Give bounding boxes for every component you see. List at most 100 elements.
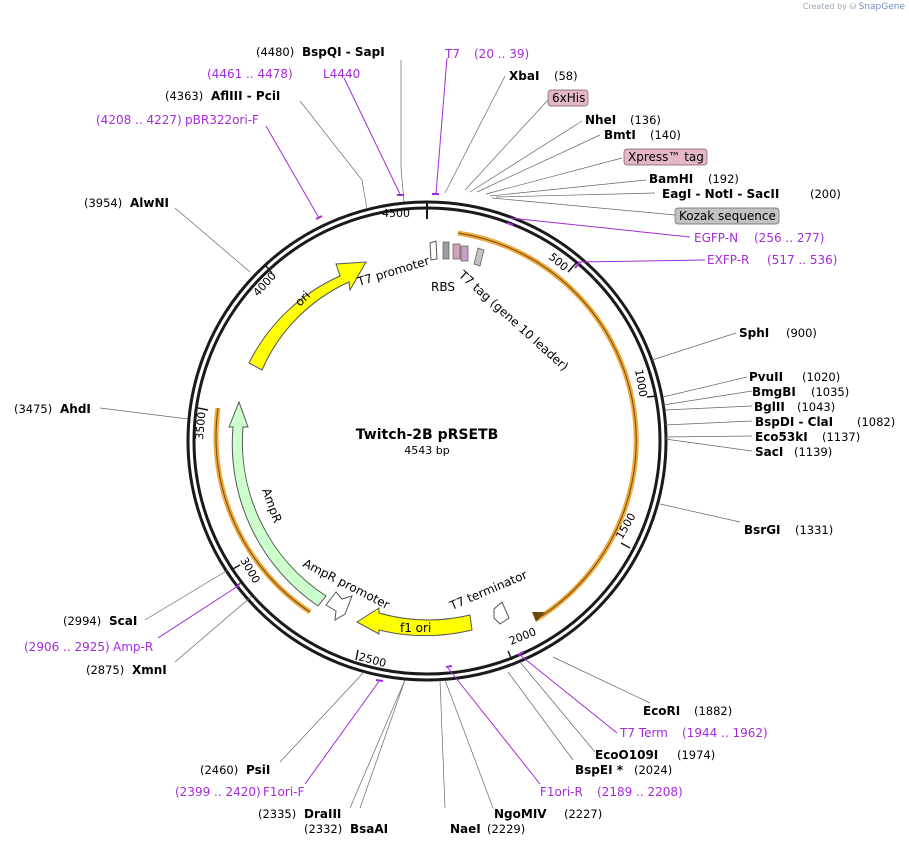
enzyme-bglii[interactable]: BglII bbox=[754, 400, 785, 414]
primer-exfp-r[interactable]: EXFP-R bbox=[707, 253, 749, 267]
primer-egfp-n[interactable]: EGFP-N bbox=[694, 231, 738, 245]
enzyme-pos-bspqi: (4480) bbox=[256, 45, 294, 59]
6xhis-feature[interactable] bbox=[452, 243, 461, 260]
enzyme-eagi-noti-sacii[interactable]: EagI - NotI - SacII bbox=[662, 187, 779, 201]
t7-promoter-label: T7 promoter bbox=[355, 254, 431, 289]
primer-l4440[interactable]: L4440 bbox=[323, 67, 360, 81]
enzyme-pos-pvuii: (1020) bbox=[802, 370, 840, 384]
box-6xhis-label: 6xHis bbox=[552, 91, 585, 105]
enzyme-xbai[interactable]: XbaI bbox=[509, 69, 539, 83]
enzyme-ngomiv[interactable]: NgoMIV bbox=[494, 807, 547, 821]
enzyme-ecori[interactable]: EcoRI bbox=[643, 704, 680, 718]
enzyme-draiii[interactable]: DraIII bbox=[304, 807, 341, 821]
primer-t7-term[interactable]: T7 Term bbox=[619, 726, 668, 740]
enzyme-bspqi-sapi[interactable]: BspQI - SapI bbox=[302, 45, 385, 59]
enzyme-sphi[interactable]: SphI bbox=[739, 326, 769, 340]
twitch-cds-arrowhead bbox=[532, 612, 545, 622]
enzyme-pos-scai: (2994) bbox=[63, 614, 101, 628]
enzyme-pos-saci: (1139) bbox=[794, 445, 832, 459]
enzyme-pos-xbai: (58) bbox=[554, 69, 578, 83]
box-kozak-label: Kozak sequence bbox=[679, 209, 776, 223]
ori-feature[interactable] bbox=[248, 261, 367, 371]
enzyme-pos-draiii: (2335) bbox=[258, 807, 296, 821]
enzyme-pos-bmgbi: (1035) bbox=[811, 385, 849, 399]
enzyme-pos-bmti: (140) bbox=[650, 128, 681, 142]
enzyme-pos-psii: (2460) bbox=[200, 763, 238, 777]
primer-range-exfp-r: (517 .. 536) bbox=[767, 253, 837, 267]
enzyme-pos-sphi: (900) bbox=[786, 326, 817, 340]
enzyme-ecoo109i[interactable]: EcoO109I bbox=[595, 748, 658, 762]
enzyme-pos-bsrgi: (1331) bbox=[795, 523, 833, 537]
enzyme-pos-xmni: (2875) bbox=[86, 663, 124, 677]
enzyme-saci[interactable]: SacI bbox=[755, 445, 783, 459]
t7-promoter-feature[interactable] bbox=[429, 240, 438, 261]
ampr-promoter-feature[interactable] bbox=[325, 591, 353, 621]
f1-ori-feature[interactable] bbox=[356, 607, 473, 637]
t7-terminator-label: T7 terminator bbox=[447, 568, 529, 614]
kozak-feature[interactable] bbox=[473, 247, 485, 267]
primer-range-f1ori-f: (2399 .. 2420) bbox=[175, 785, 261, 799]
enzyme-pos-bsaai: (2332) bbox=[304, 822, 342, 836]
primer-t7[interactable]: T7 bbox=[444, 47, 460, 61]
enzyme-pos-nhei: (136) bbox=[630, 113, 661, 127]
enzyme-bmti[interactable]: BmtI bbox=[604, 128, 636, 142]
enzyme-naei[interactable]: NaeI bbox=[450, 822, 481, 836]
enzyme-eco53ki[interactable]: Eco53kI bbox=[755, 430, 808, 444]
primer-range-amp-r: (2906 .. 2925) bbox=[24, 640, 110, 654]
ampr-label: AmpR bbox=[259, 486, 284, 524]
box-kozak[interactable] bbox=[674, 207, 780, 225]
enzyme-pos-eco53ki: (1137) bbox=[822, 430, 860, 444]
primer-range-t7-term: (1944 .. 1962) bbox=[682, 726, 768, 740]
box-6xhis[interactable] bbox=[547, 89, 589, 107]
rbs-label: RBS bbox=[431, 280, 455, 294]
t7-tag-label: T7 tag (gene 10 leader) bbox=[455, 267, 571, 373]
primer-range-egfp-n: (256 .. 277) bbox=[754, 231, 824, 245]
ampr-feature[interactable] bbox=[228, 400, 327, 607]
enzyme-bamhi[interactable]: BamHI bbox=[649, 172, 693, 186]
enzyme-afliii-pcii[interactable]: AflIII - PciI bbox=[211, 89, 280, 103]
enzyme-pos-bglii: (1043) bbox=[797, 400, 835, 414]
enzyme-nhei[interactable]: NheI bbox=[585, 113, 616, 127]
snapgene-logo-icon: ⛁ bbox=[849, 2, 857, 11]
enzyme-bspdi-clai[interactable]: BspDI - ClaI bbox=[755, 415, 833, 429]
enzyme-bmgbi[interactable]: BmgBI bbox=[752, 385, 796, 399]
enzyme-ahdi[interactable]: AhdI bbox=[60, 402, 91, 416]
enzyme-bspei[interactable]: BspEI * bbox=[575, 763, 624, 777]
enzyme-labels: (4480) BspQI - SapI (4363) AflIII - PciI… bbox=[14, 45, 895, 836]
primer-labels: T7 (20 .. 39) (4461 .. 4478) L4440 (4208… bbox=[24, 47, 837, 799]
enzyme-bsrgi[interactable]: BsrGI bbox=[744, 523, 781, 537]
primer-amp-r[interactable]: Amp-R bbox=[113, 640, 153, 654]
enzyme-xmni[interactable]: XmnI bbox=[132, 663, 167, 677]
primer-range-pbr322: (4208 .. 4227) bbox=[96, 113, 182, 127]
credit-prefix: Created by bbox=[802, 2, 847, 11]
snapgene-credit: Created by ⛁ SnapGene bbox=[803, 2, 905, 12]
box-xpress[interactable] bbox=[623, 148, 708, 166]
enzyme-scai[interactable]: ScaI bbox=[109, 614, 137, 628]
primer-range-l4440: (4461 .. 4478) bbox=[207, 67, 293, 81]
enzyme-psii[interactable]: PsiI bbox=[246, 763, 270, 777]
credit-brand: SnapGene bbox=[858, 2, 905, 12]
enzyme-pvuii[interactable]: PvuII bbox=[749, 370, 783, 384]
enzyme-pos-bspdi: (1082) bbox=[857, 415, 895, 429]
primer-range-f1ori-r: (2189 .. 2208) bbox=[597, 785, 683, 799]
rbs-feature[interactable] bbox=[442, 241, 450, 260]
primer-pbr322ori-f[interactable]: pBR322ori-F bbox=[185, 113, 259, 127]
xpress-feature[interactable] bbox=[460, 245, 469, 262]
enzyme-pos-naei: (2229) bbox=[487, 822, 525, 836]
tick-marks bbox=[197, 261, 658, 661]
plasmid-name: Twitch-2B pRSETB bbox=[356, 427, 498, 443]
tick-1000: 1000 bbox=[632, 368, 650, 398]
enzyme-pos-ngomiv: (2227) bbox=[564, 807, 602, 821]
plasmid-length: 4543 bp bbox=[404, 444, 449, 457]
enzyme-alwni[interactable]: AlwNI bbox=[130, 196, 169, 210]
f1-ori-label: f1 ori bbox=[400, 621, 431, 635]
t7-terminator-feature[interactable] bbox=[493, 601, 510, 625]
primer-f1ori-f[interactable]: F1ori-F bbox=[263, 785, 304, 799]
enzyme-pos-eagi: (200) bbox=[810, 187, 841, 201]
tick-4500: 4500 bbox=[382, 207, 410, 220]
enzyme-pos-bamhi: (192) bbox=[708, 172, 739, 186]
enzyme-pos-alwni: (3954) bbox=[84, 196, 122, 210]
enzyme-bsaai[interactable]: BsaAI bbox=[350, 822, 388, 836]
primer-f1ori-r[interactable]: F1ori-R bbox=[540, 785, 583, 799]
enzyme-pos-ahdi: (3475) bbox=[14, 402, 52, 416]
